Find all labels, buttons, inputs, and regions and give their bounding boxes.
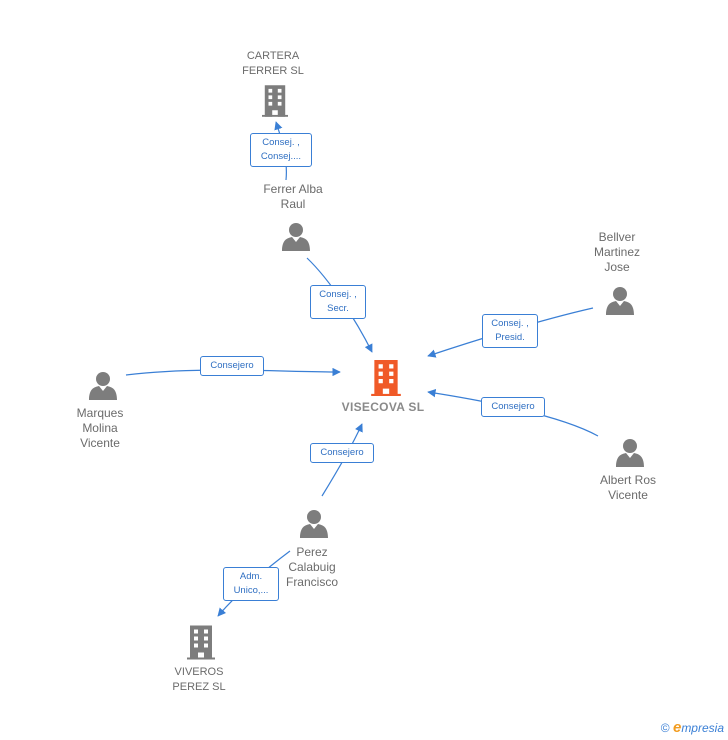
building-focus-icon[interactable] — [371, 360, 401, 396]
company-label-cartera[interactable]: CARTERA FERRER SL — [242, 50, 304, 77]
person-icon[interactable] — [89, 372, 117, 400]
person-label-albert[interactable]: Albert Ros Vicente — [599, 473, 657, 502]
edge-label-ferrer-cartera[interactable]: Consej. , Consej.... — [250, 133, 312, 167]
person-icon[interactable] — [606, 287, 634, 315]
brand-logo-e: e — [672, 719, 682, 736]
building-icon[interactable] — [262, 85, 288, 117]
building-icon[interactable] — [187, 625, 215, 660]
person-label-bellver[interactable]: Bellver Martinez Jose — [593, 230, 640, 274]
edge-label-perez-viveros[interactable]: Adm. Unico,... — [223, 567, 279, 601]
person-icon[interactable] — [300, 510, 328, 538]
person-label-perez[interactable]: Perez Calabuig Francisco — [285, 545, 338, 589]
edge-label-marques-visecova[interactable]: Consejero — [200, 356, 264, 376]
brand-name: mpresia — [681, 721, 724, 735]
copyright-icon: © — [660, 721, 670, 735]
person-label-ferrer[interactable]: Ferrer Alba Raul — [263, 182, 323, 211]
person-icon[interactable] — [616, 439, 644, 467]
person-icon[interactable] — [282, 223, 310, 251]
edge-label-albert-visecova[interactable]: Consejero — [481, 397, 545, 417]
edge-label-bellver-visecova[interactable]: Consej. , Presid. — [482, 314, 538, 348]
company-label-visecova[interactable]: VISECOVA SL — [341, 400, 425, 414]
footer-brand: © empresia — [661, 719, 724, 736]
edge-label-perez-visecova[interactable]: Consejero — [310, 443, 374, 463]
company-label-viveros[interactable]: VIVEROS PEREZ SL — [172, 666, 226, 693]
edge-label-ferrer-visecova[interactable]: Consej. , Secr. — [310, 285, 366, 319]
person-label-marques[interactable]: Marques Molina Vicente — [76, 406, 124, 450]
